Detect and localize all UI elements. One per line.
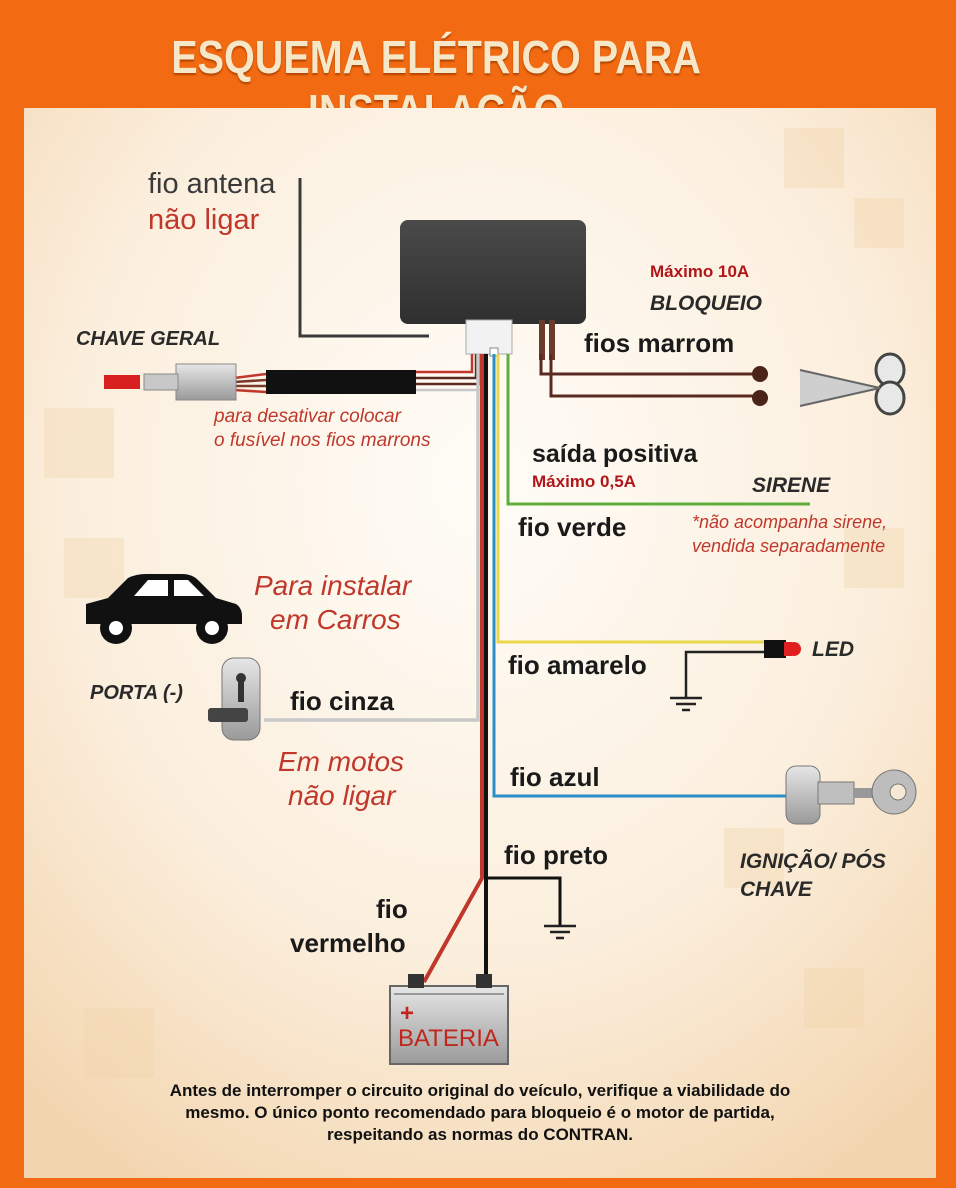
footer-line-2: mesmo. O único ponto recomendado para bl… (185, 1103, 775, 1122)
sirene-note-1: *não acompanha sirene, (692, 512, 888, 532)
green-wire (506, 354, 810, 506)
max-05a-label: Máximo 0,5A (532, 472, 636, 491)
footer-note: Antes de interromper o circuito original… (110, 1080, 850, 1146)
fio-verde-label: fio verde (518, 512, 627, 542)
blue-wire (492, 354, 794, 798)
fuse-note-1: para desativar colocar (214, 406, 401, 427)
fuse-plug-icon (104, 375, 140, 389)
led-icon (764, 640, 801, 658)
brown-wire-end-2 (752, 390, 768, 406)
gray-wire (264, 354, 480, 722)
carros-note-1: Para instalar (254, 570, 412, 601)
fio-vermelho-label-2: vermelho (290, 928, 406, 958)
ignicao-label-2: CHAVE (740, 878, 812, 901)
antenna-wire (298, 178, 429, 338)
ground-symbol-icon (544, 924, 576, 940)
footer-line-1: Antes de interromper o circuito original… (169, 1081, 791, 1100)
brown-wire-1 (539, 354, 758, 376)
brown-wire-2 (549, 354, 758, 398)
red-wire (422, 354, 484, 983)
fuse-note-2: o fusível nos fios marrons (214, 430, 431, 451)
carros-note-2: em Carros (270, 604, 401, 635)
max-10a-label: Máximo 10A (650, 262, 750, 281)
fio-vermelho-label-1: fio (376, 894, 408, 924)
battery-plus: + (400, 1000, 415, 1027)
fio-amarelo-label: fio amarelo (508, 650, 647, 680)
scissors-icon (799, 352, 906, 416)
antenna-warning: não ligar (148, 204, 260, 236)
door-lock-icon (208, 657, 261, 741)
fios-marrom-label: fios marrom (584, 328, 735, 358)
bloqueio-label: BLOQUEIO (650, 292, 763, 315)
saida-positiva-label: saída positiva (532, 440, 698, 468)
led-label: LED (812, 638, 854, 661)
ignition-key-icon (785, 765, 917, 825)
battery-icon (389, 974, 509, 1065)
fio-azul-label: fio azul (510, 762, 600, 792)
ground-symbol-icon (670, 696, 702, 712)
yellow-wire (496, 354, 768, 644)
brown-wire-end-1 (752, 366, 768, 382)
battery-label: BATERIA (398, 1025, 499, 1052)
heat-shrink-tube (266, 370, 416, 394)
fio-preto-label: fio preto (504, 840, 608, 870)
chave-geral-label: CHAVE GERAL (76, 328, 221, 350)
motos-note-2: não ligar (288, 780, 396, 811)
porta-label: PORTA (-) (90, 682, 183, 704)
motos-note-1: Em motos (278, 746, 405, 777)
diagram-panel: fio antena não ligar CHAVE GERAL para de… (24, 108, 936, 1178)
ignicao-label-1: IGNIÇÃO/ PÓS (740, 850, 886, 873)
fio-cinza-label: fio cinza (290, 686, 395, 716)
module-connector (465, 319, 513, 355)
footer-line-3: respeitando as normas do CONTRAN. (326, 1125, 634, 1144)
sirene-note-2: vendida separadamente (692, 536, 886, 556)
sirene-label: SIRENE (752, 474, 831, 497)
car-icon (86, 574, 242, 644)
chave-geral-fuse-holder (175, 363, 237, 401)
antenna-label: fio antena (148, 168, 276, 200)
module-box-icon (400, 220, 586, 324)
wiring-diagram (24, 108, 936, 1178)
